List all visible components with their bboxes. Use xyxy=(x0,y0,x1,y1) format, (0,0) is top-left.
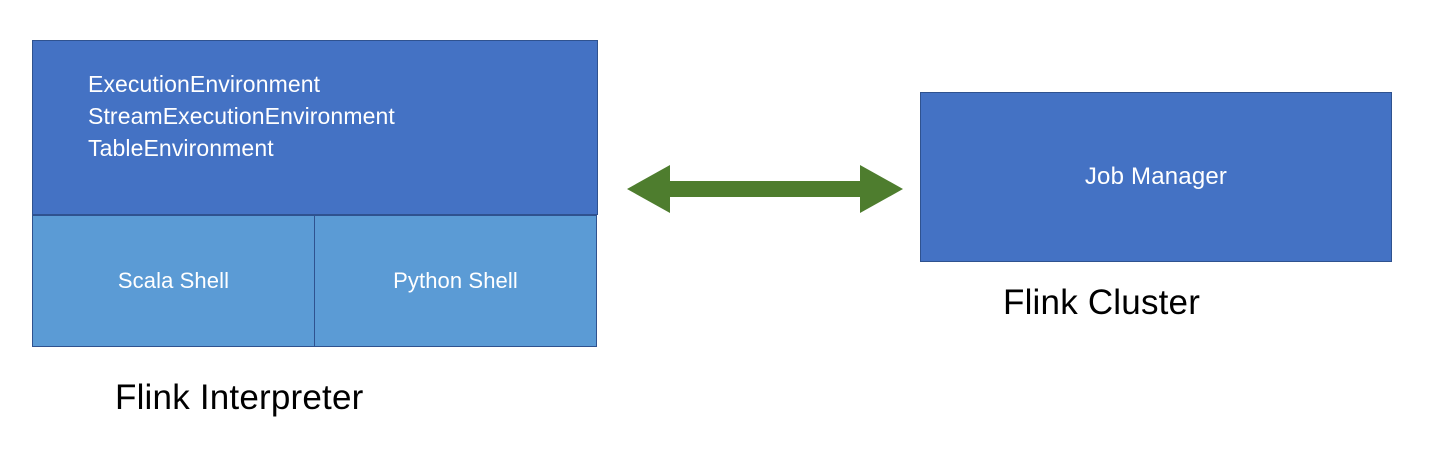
python-shell-box: Python Shell xyxy=(314,215,597,347)
flink-interpreter-group: ExecutionEnvironment StreamExecutionEnvi… xyxy=(32,40,598,347)
shell-row: Scala Shell Python Shell xyxy=(32,215,598,347)
environment-list: ExecutionEnvironment StreamExecutionEnvi… xyxy=(88,68,395,164)
python-shell-label: Python Shell xyxy=(393,268,518,293)
environment-item-table: TableEnvironment xyxy=(88,135,274,161)
job-manager-box: Job Manager xyxy=(920,92,1392,262)
environment-item-stream-execution: StreamExecutionEnvironment xyxy=(88,103,395,129)
job-manager-label: Job Manager xyxy=(1084,163,1228,190)
environment-box: ExecutionEnvironment StreamExecutionEnvi… xyxy=(32,40,598,215)
scala-shell-label: Scala Shell xyxy=(117,268,230,293)
environment-item-execution: ExecutionEnvironment xyxy=(88,71,321,97)
flink-interpreter-caption: Flink Interpreter xyxy=(115,378,364,417)
double-headed-arrow-icon xyxy=(627,165,903,213)
scala-shell-box: Scala Shell xyxy=(32,215,315,347)
flink-cluster-caption: Flink Cluster xyxy=(1003,283,1201,322)
